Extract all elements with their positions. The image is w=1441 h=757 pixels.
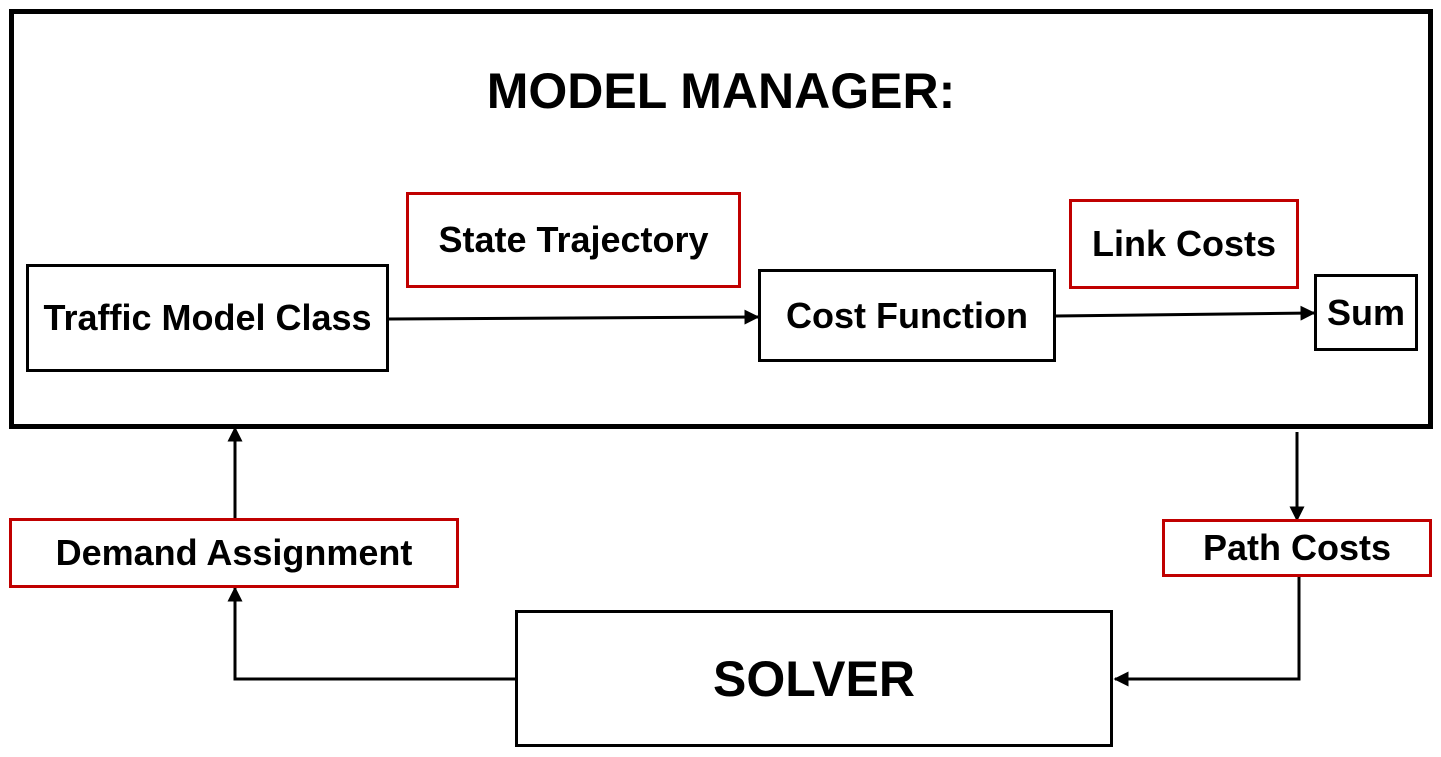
model-manager-title: MODEL MANAGER: [486, 63, 956, 119]
arrow-solver-to-demand [227, 586, 515, 681]
path-costs-node: Path Costs [1162, 519, 1432, 577]
cost-function-node: Cost Function [758, 269, 1056, 362]
link-costs-node: Link Costs [1069, 199, 1299, 289]
state-trajectory-node: State Trajectory [406, 192, 741, 288]
solver-node: SOLVER [515, 610, 1113, 747]
demand-assignment-node: Demand Assignment [9, 518, 459, 588]
traffic-model-class-node: Traffic Model Class [26, 264, 389, 372]
arrow-path-costs-to-solver [1113, 576, 1301, 687]
sum-node: Sum [1314, 274, 1418, 351]
